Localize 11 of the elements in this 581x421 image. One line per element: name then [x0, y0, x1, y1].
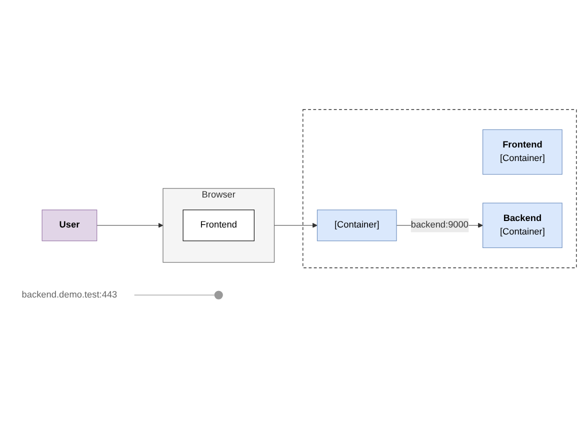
- node-text: backend.demo.test:443: [22, 290, 118, 300]
- node-box: Backend [Container]: [482, 203, 562, 248]
- edge-label: backend:9000: [410, 220, 468, 230]
- arrow: [274, 223, 318, 228]
- node-box: Frontend [Container]: [482, 130, 562, 176]
- node-box: [Container]: [316, 210, 397, 242]
- cluster: [302, 110, 577, 269]
- node-box: Frontend: [182, 210, 254, 242]
- leader-line: [134, 295, 215, 296]
- arrow: [96, 223, 164, 228]
- node-box: User: [42, 210, 98, 242]
